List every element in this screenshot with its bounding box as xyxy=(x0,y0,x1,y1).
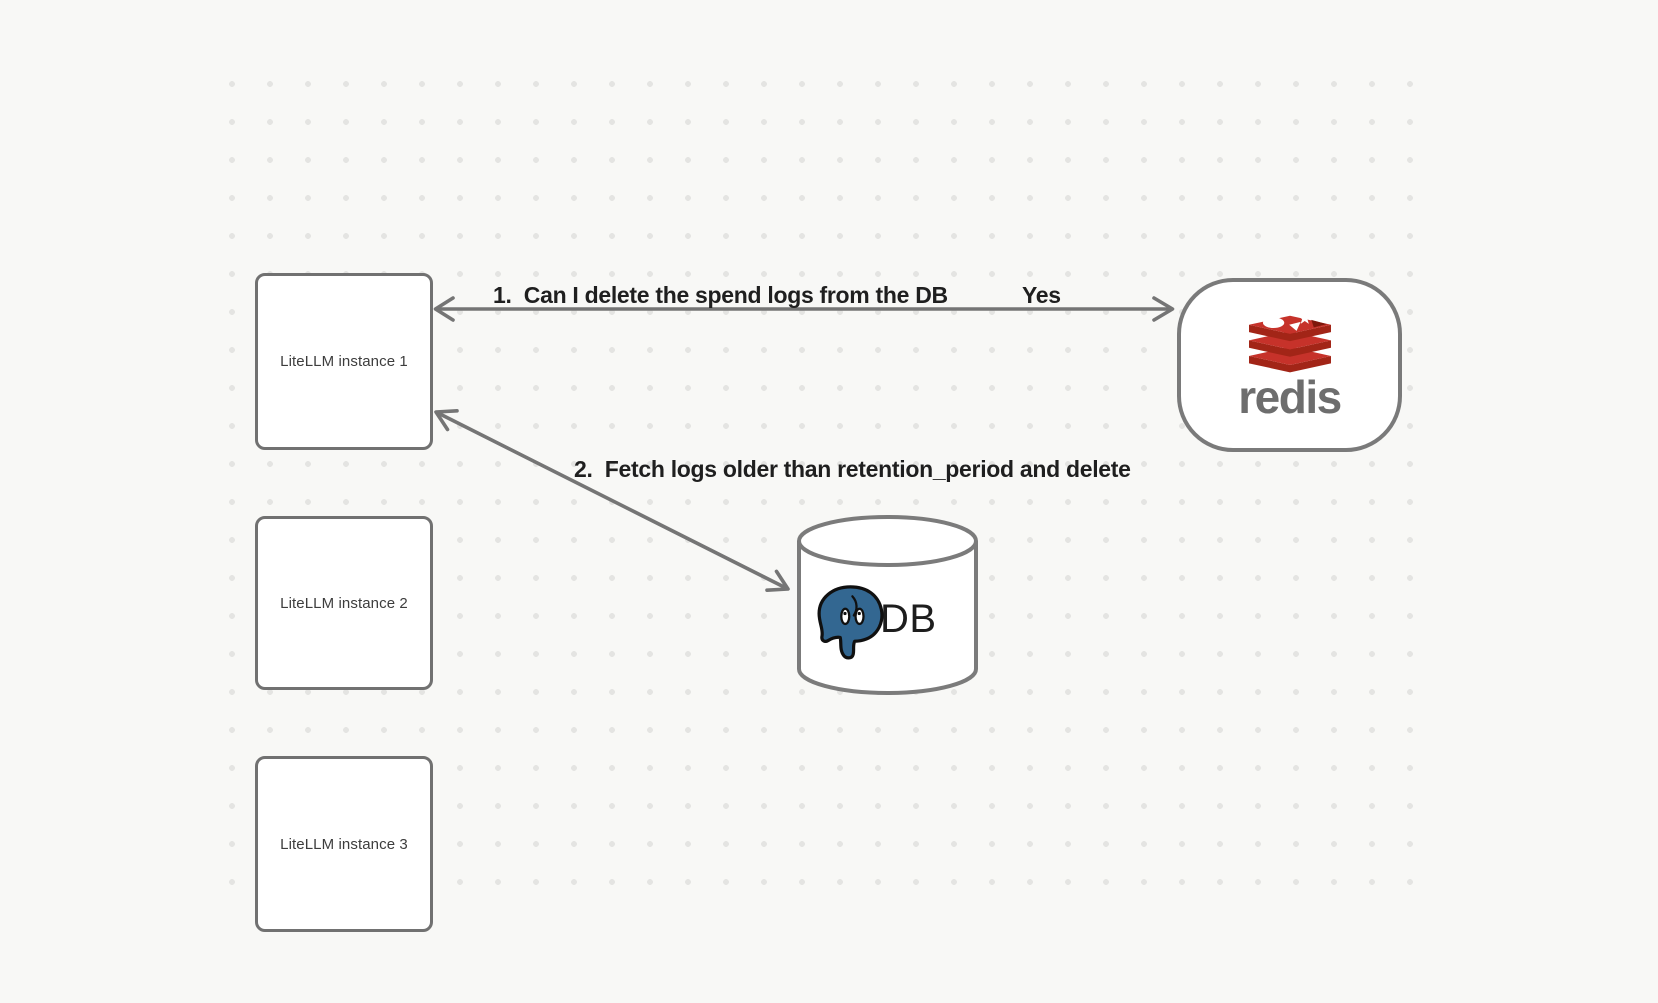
database-label: DB xyxy=(880,597,937,641)
node-redis[interactable]: redis xyxy=(1177,278,1402,452)
node-litellm-instance-2-label: LiteLLM instance 2 xyxy=(280,594,408,612)
node-litellm-instance-2[interactable]: LiteLLM instance 2 xyxy=(255,516,433,690)
edge-label-can-i-delete[interactable]: 1. Can I delete the spend logs from the … xyxy=(493,282,948,308)
arrow-fetch-logs-and-delete[interactable] xyxy=(434,408,790,593)
arrow-can-i-delete-spend-logs[interactable] xyxy=(433,296,1175,322)
node-litellm-instance-3[interactable]: LiteLLM instance 3 xyxy=(255,756,433,932)
postgresql-elephant-icon xyxy=(817,585,884,660)
redis-logo-icon xyxy=(1248,311,1331,373)
node-litellm-instance-3-label: LiteLLM instance 3 xyxy=(280,835,408,853)
node-litellm-instance-1[interactable]: LiteLLM instance 1 xyxy=(255,273,433,450)
redis-wordmark: redis xyxy=(1238,371,1342,423)
edge-label-fetch-logs[interactable]: 2. Fetch logs older than retention_perio… xyxy=(574,456,1131,482)
edge-label-yes[interactable]: Yes xyxy=(1022,282,1061,308)
node-litellm-instance-1-label: LiteLLM instance 1 xyxy=(280,353,408,370)
